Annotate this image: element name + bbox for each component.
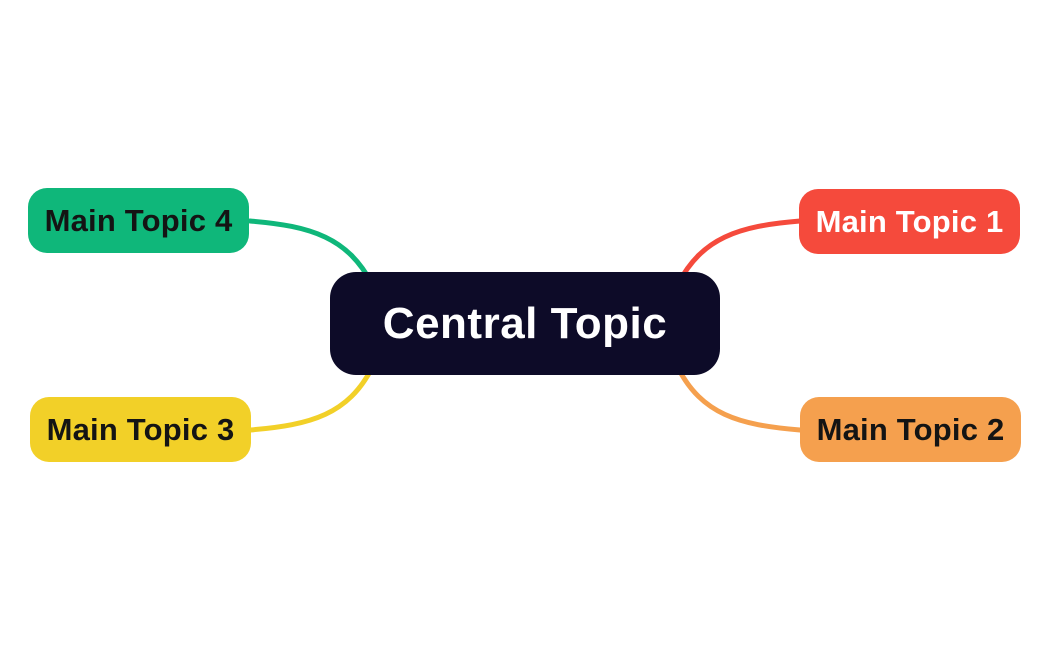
main-topic-2-label: Main Topic 2	[816, 411, 1005, 447]
main-topic-1-label: Main Topic 1	[815, 203, 1004, 239]
central-topic-node[interactable]: Central Topic	[330, 272, 720, 375]
connector-central-to-topic-2	[675, 365, 803, 433]
main-topic-3-node[interactable]: Main Topic 3	[30, 397, 251, 462]
connector-central-to-topic-4	[247, 218, 375, 287]
connector-central-to-topic-3	[247, 365, 375, 433]
central-topic-label: Central Topic	[382, 298, 668, 348]
main-topic-4-node[interactable]: Main Topic 4	[28, 188, 249, 253]
main-topic-1-node[interactable]: Main Topic 1	[799, 189, 1020, 254]
main-topic-2-node[interactable]: Main Topic 2	[800, 397, 1021, 462]
main-topic-3-label: Main Topic 3	[46, 411, 235, 447]
connector-central-to-topic-1	[675, 218, 803, 287]
main-topic-4-label: Main Topic 4	[44, 202, 233, 238]
